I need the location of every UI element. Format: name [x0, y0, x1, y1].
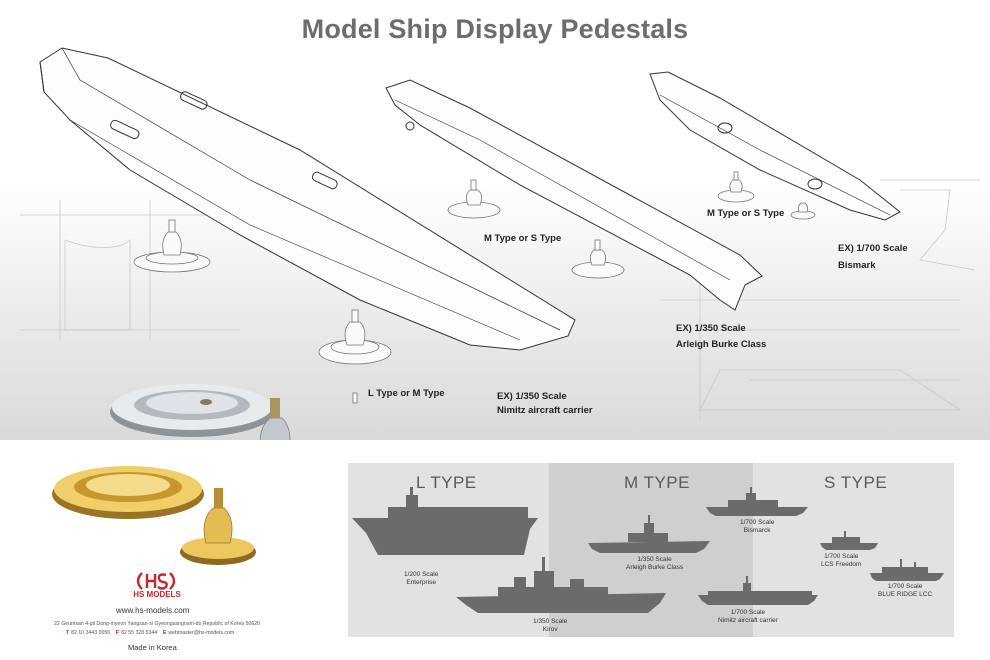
m-type-heading: M TYPE [624, 473, 690, 492]
enterprise-silhouette [352, 487, 538, 555]
enterprise-scale: 1/200 Scale [404, 571, 439, 578]
bismarck-silhouette [706, 487, 808, 516]
l-type-heading: L TYPE [416, 473, 477, 492]
blueridge-name: BLUE RIDGE LCC [878, 590, 933, 598]
nimitz-scale-label: EX) 1/350 Scale [497, 391, 567, 402]
pedestal-drawing-right [717, 171, 816, 220]
s-type-heading: S TYPE [824, 473, 888, 492]
nimitz-scale: 1/700 Scale [730, 609, 766, 616]
pedestal-drawing-m-s [447, 179, 625, 279]
type-comparison-panel: L TYPE M TYPE S TYPE [348, 463, 954, 637]
bismark-scale-label: EX) 1/700 Scale [838, 243, 908, 254]
bismarck-scale: 1/700 Scale [740, 519, 775, 526]
label-l-or-m-type: L Type or M Type [368, 388, 445, 399]
pedestal-drawing-l-m [318, 309, 392, 404]
made-in-label: Made in Korea [128, 643, 177, 652]
blueridge-scale: 1/700 Scale [887, 583, 923, 590]
bismarck-caption: 1/700 Scale Bismarck [740, 519, 774, 534]
brand-name: HS MODELS [133, 590, 181, 599]
kirov-caption: 1/350 Scale Kirov [533, 618, 567, 633]
nimitz-name-label: Nimitz aircraft carrier [497, 405, 593, 416]
email-key: E [162, 630, 167, 636]
nimitz-caption: 1/700 Scale Nimitz aircraft carrier [718, 609, 778, 624]
pedestal-drawing-left [133, 219, 211, 273]
technical-drawing [20, 47, 980, 440]
phone-key: T [66, 630, 70, 636]
arleigh-hull-drawing [385, 79, 763, 311]
pedestal-drawings [133, 171, 816, 404]
company-address: 22 Geumsan 4-gil Dong-myeon Yangsan-si G… [54, 621, 260, 627]
nimitz-silhouette [698, 576, 818, 605]
arleigh-name-label: Arleigh Burke Class [676, 339, 767, 350]
fax-number: 82 55 328 5344 [121, 630, 158, 636]
lcs-silhouette [820, 531, 878, 550]
fax-key: F [115, 630, 120, 636]
website-link[interactable]: www.hs-models.com [116, 606, 190, 615]
kirov-name: Kirov [542, 625, 558, 633]
phone-number: 82 10 3443 0056 [71, 630, 111, 636]
kirov-scale: 1/350 Scale [533, 618, 568, 625]
lcs-scale: 1/700 Scale [824, 553, 859, 560]
bismark-hull-drawing [649, 71, 901, 221]
email-link[interactable]: webmaster@hs-models.com [168, 630, 235, 636]
arleigh-silhouette [588, 515, 710, 553]
chrome-pedestal-image [110, 384, 291, 440]
ship-silhouettes [352, 487, 944, 613]
blueridge-silhouette [870, 559, 944, 581]
label-m-or-s-type-right: M Type or S Type [707, 208, 785, 219]
kirov-silhouette [456, 557, 666, 613]
nimitz-name: Nimitz aircraft carrier [718, 616, 778, 624]
top-background [0, 0, 990, 440]
nimitz-hull-drawing [39, 47, 576, 351]
lcs-name: LCS Freedom [821, 560, 862, 568]
enterprise-name: Enterprise [406, 578, 436, 586]
arleigh-scale: 1/350 Scale [637, 556, 672, 563]
bismark-name-label: Bismark [838, 260, 876, 271]
label-m-or-s-type-center: M Type or S Type [484, 233, 562, 244]
bismarck-name: Bismarck [743, 526, 771, 534]
blueridge-caption: 1/700 Scale BLUE RIDGE LCC [878, 583, 932, 598]
arleigh-name: Arleigh Burke Class [626, 563, 684, 571]
hs-models-logo [136, 572, 176, 590]
arleigh-caption: 1/350 Scale Arleigh Burke Class [626, 556, 683, 571]
page-title: Model Ship Display Pedestals [301, 14, 689, 44]
arleigh-scale-label: EX) 1/350 Scale [676, 323, 746, 334]
enterprise-caption: 1/200 Scale Enterprise [404, 571, 438, 586]
lcs-caption: 1/700 Scale LCS Freedom [821, 553, 861, 568]
